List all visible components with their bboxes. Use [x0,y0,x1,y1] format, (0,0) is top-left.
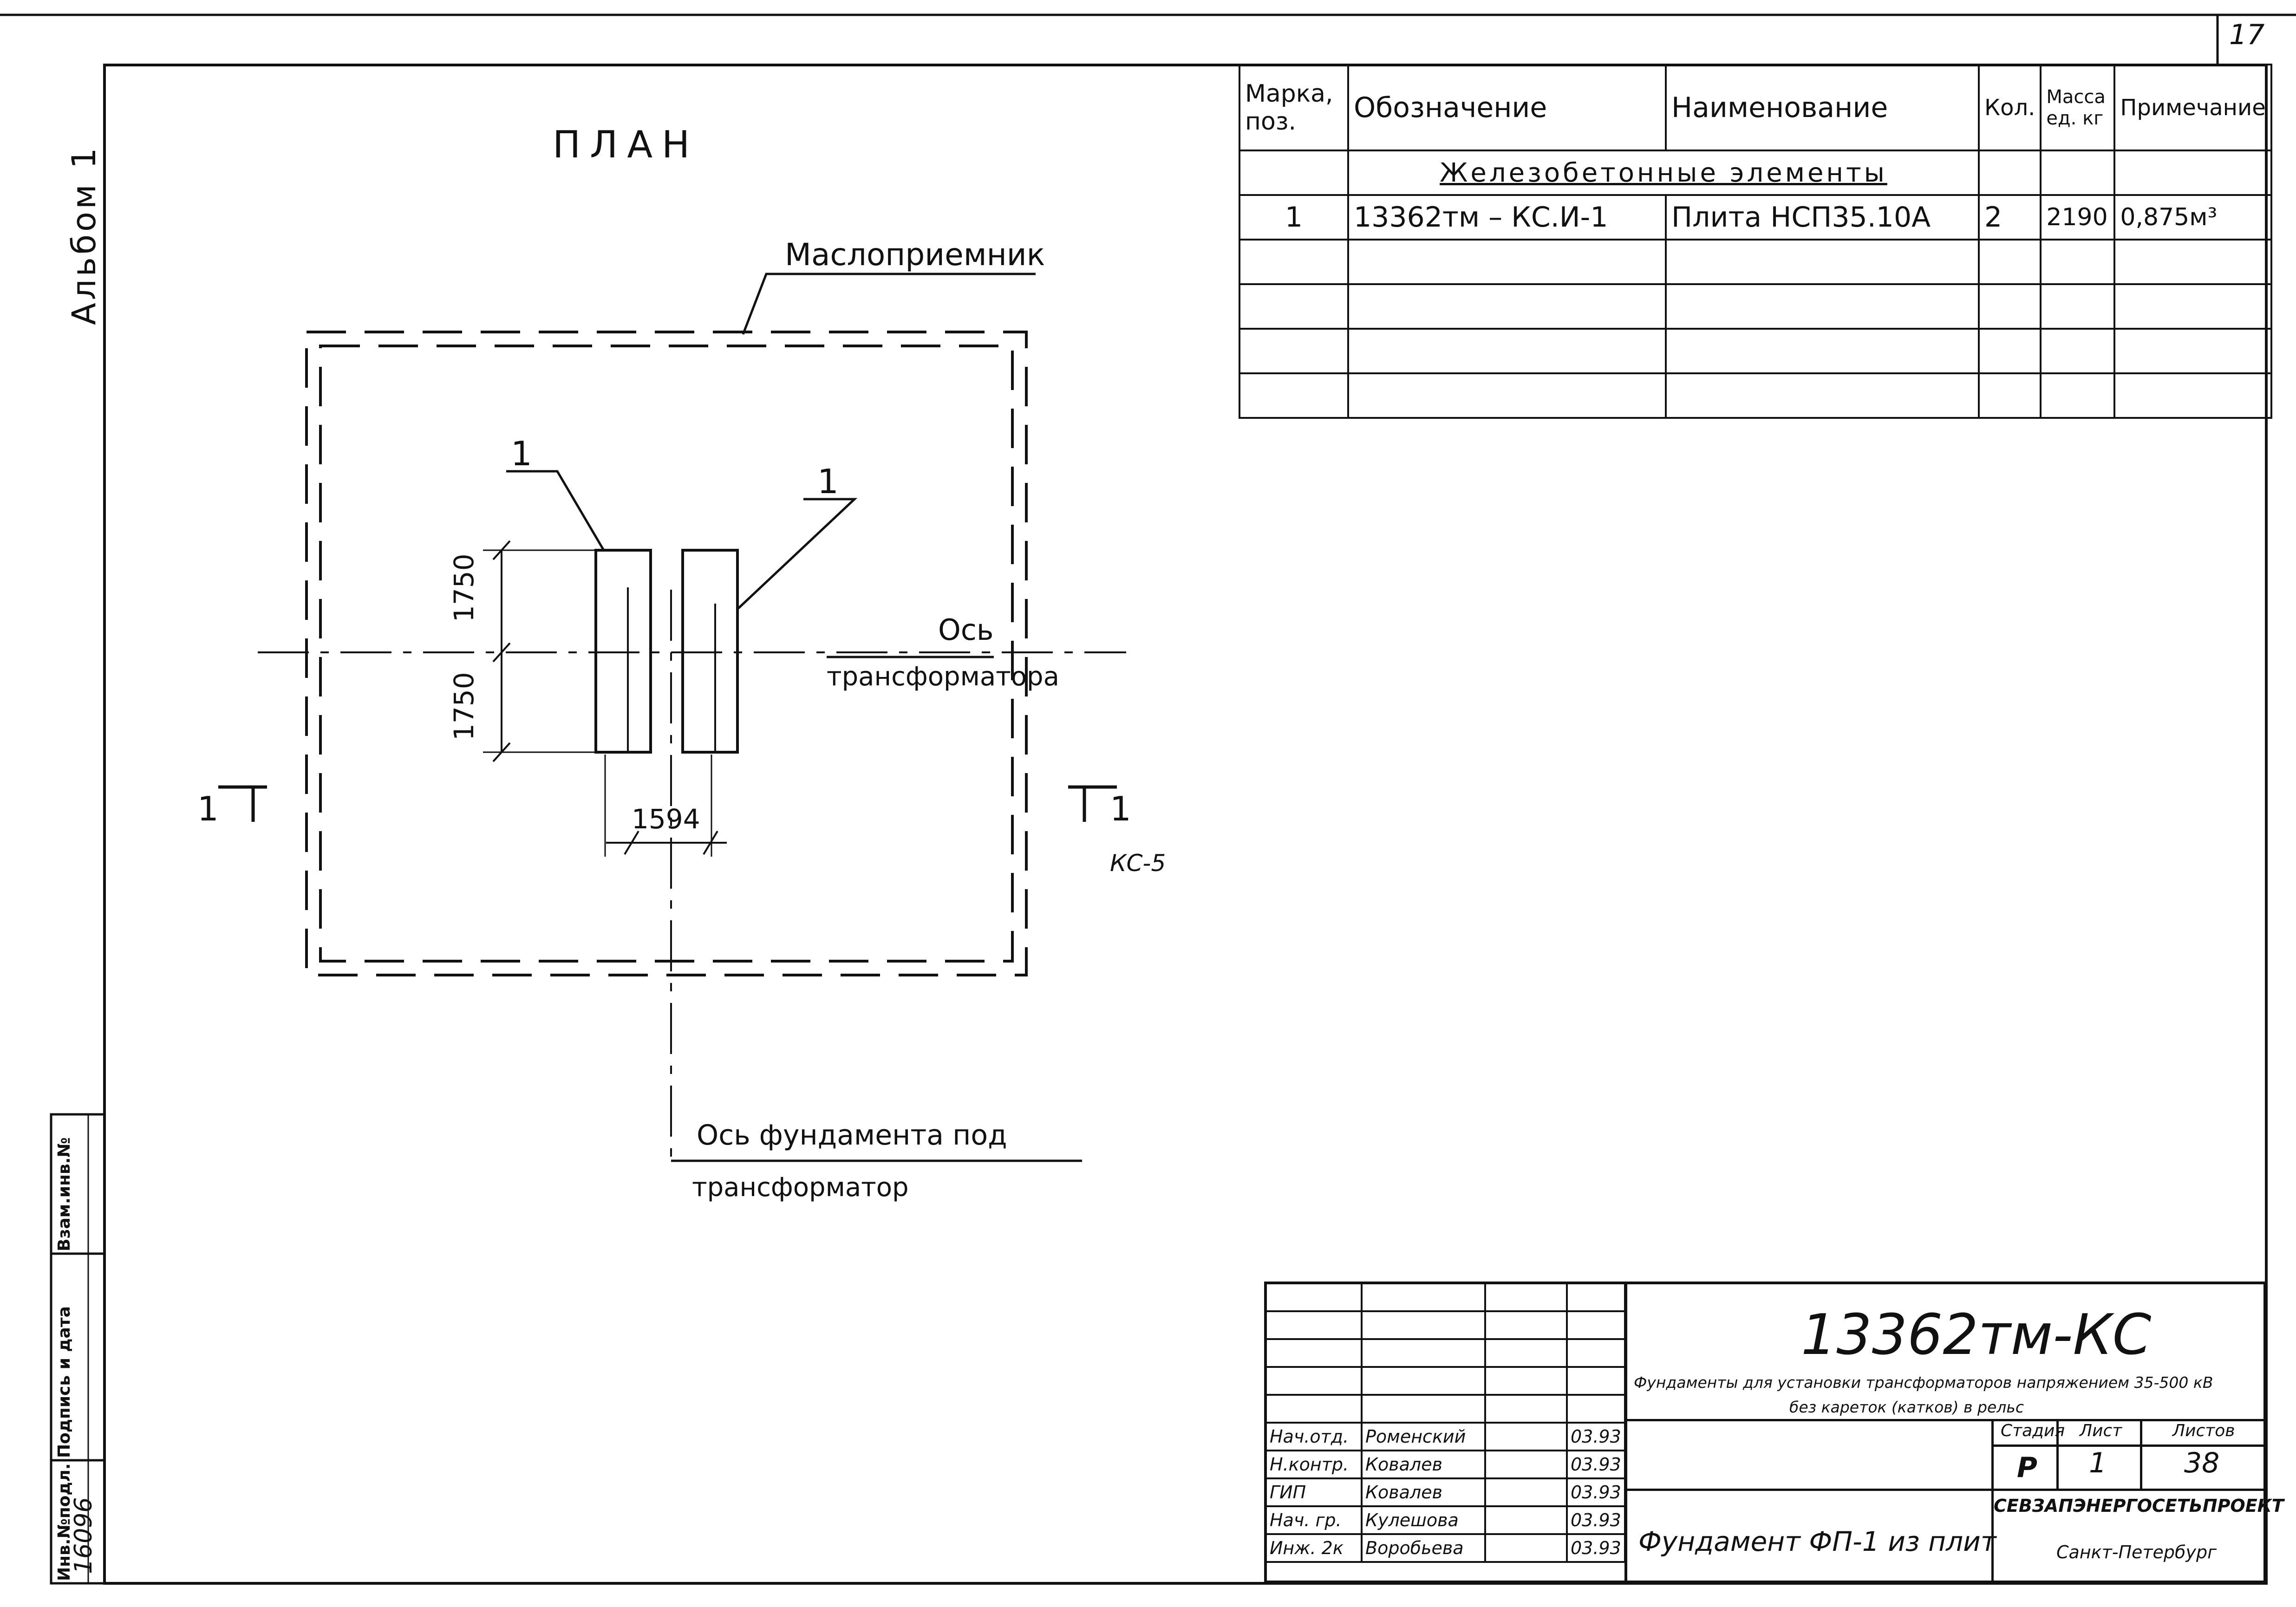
signature [1484,1533,1568,1563]
sheets-value: 38 [2184,1447,2220,1479]
header-mark: Марка, поз. [1239,64,1349,151]
sheet-value: 1 [2089,1447,2107,1479]
city: Санкт-Петербург [2056,1542,2217,1562]
section-mark-left [218,785,267,822]
doc-description-2: без кареток (катков) в рельс [1789,1398,2024,1416]
stamp-inv-value: 16096 [70,1497,98,1574]
section-label-right: 1 [1110,789,1131,828]
stage-label: Стадия [2001,1421,2065,1440]
section-mark-right [1068,785,1117,822]
signer-row: Нач. гр. Кулешова 03.93 [1265,1505,1626,1535]
oil-receiver-label: Маслоприемник [785,237,1045,273]
sheet-number: 17 [2229,19,2265,51]
doc-code: 13362тм-КС [1801,1303,2152,1367]
drawing-title: Фундамент ФП-1 из плит [1638,1526,1996,1557]
title-block: Нач.отд. Роменский 03.93 Н.контр. Ковале… [1264,1282,2284,1583]
stage-value: Р [2017,1451,2037,1484]
album-label: Альбом 1 [65,145,103,325]
row-mass: 2190 [2040,194,2116,241]
slab-left [594,549,652,754]
plan-title: ПЛАН [553,123,699,166]
oil-receiver-outline [305,331,1028,976]
signature [1484,1505,1568,1535]
organization: СЕВЗАПЭНЕРГОСЕТЬПРОЕКТ [1994,1496,2284,1516]
sheet-label: Лист [2080,1421,2122,1440]
foundation-axis-label-1: Ось фундамента под [697,1119,1007,1152]
row-qty: 2 [1977,194,2042,241]
transformer-axis-label-1: Ось [938,613,994,647]
header-qty: Кол. [1977,64,2042,151]
signature [1484,1450,1568,1479]
header-mass: Масса ед. кг [2040,64,2116,151]
stamp-signature-date: Подпись и дата [55,1306,74,1458]
section-label-left: 1 [197,789,219,828]
dimension-bottom: 1750 [448,672,480,741]
dimension-width: 1594 [632,803,700,835]
signature [1484,1422,1568,1451]
signature [1484,1477,1568,1507]
signer-row: Инж. 2к Воробьева 03.93 [1265,1533,1626,1563]
slab-right [681,549,739,754]
row-designation: 13362тм – КС.И-1 [1347,194,1667,241]
section-reference: КС-5 [1110,850,1166,877]
signer-row: Н.контр. Ковалев 03.93 [1265,1450,1626,1479]
signer-row: Нач.отд. Роменский 03.93 [1265,1422,1626,1451]
doc-description-1: Фундаменты для установки трансформаторов… [1634,1373,2213,1392]
stamp-replacement-inv: Взам.инв.№ [55,1137,74,1251]
signature-table: Нач.отд. Роменский 03.93 Н.контр. Ковале… [1265,1282,1626,1563]
row-note: 0,875м³ [2113,194,2272,241]
row-name: Плита НСП35.10А [1665,194,1980,241]
table-row: 1 13362тм – КС.И-1 Плита НСП35.10А 2 219… [1239,194,2272,241]
row-mark: 1 [1239,194,1349,241]
transformer-axis-label-2: трансформатора [827,662,1059,692]
position-label-left: 1 [511,434,532,473]
sheets-label: Листов [2172,1421,2235,1440]
signer-row: ГИП Ковалев 03.93 [1265,1477,1626,1507]
header-name: Наименование [1665,64,1980,151]
specification-table: Марка, поз. Обозначение Наименование Кол… [1239,64,2272,419]
header-designation: Обозначение [1347,64,1667,151]
dimension-top: 1750 [448,553,480,622]
group-title: Железобетонные элементы [1347,150,1980,196]
header-note: Примечание [2113,64,2272,151]
foundation-axis-label-2: трансформатор [692,1172,909,1203]
position-label-right: 1 [817,462,839,501]
